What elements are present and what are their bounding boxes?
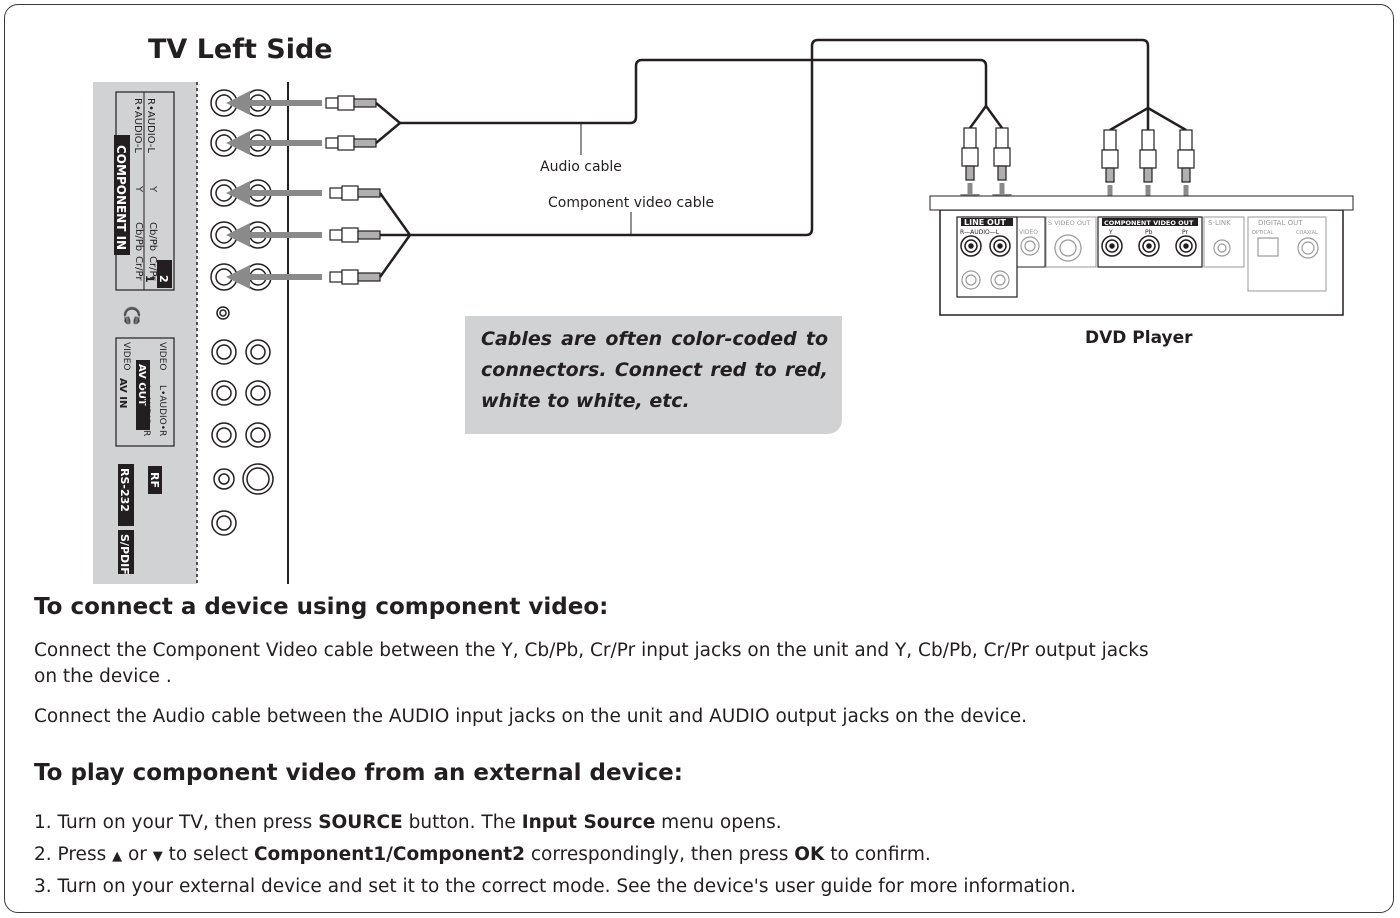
svg-text:Pb: Pb <box>1145 229 1153 236</box>
pr-row-label-2: Cr/Pr <box>133 256 144 281</box>
tv-arrows <box>226 91 322 289</box>
dvd-plugs <box>961 127 1195 183</box>
av-audio-label-2: L•AUDIO•R <box>141 385 151 436</box>
input-source-keyword: Input Source <box>521 812 656 833</box>
plug <box>325 95 377 111</box>
svg-text:COAXIAL: COAXIAL <box>1296 230 1318 236</box>
plug <box>325 135 377 151</box>
down-arrow-icon: ▼ <box>152 849 163 864</box>
svg-text:Pr: Pr <box>1182 229 1189 236</box>
section2-heading: To play component video from an external… <box>34 760 683 786</box>
av-video-label-2: VIDEO <box>121 342 131 371</box>
plug <box>329 269 381 285</box>
svg-text:S VIDEO OUT: S VIDEO OUT <box>1048 219 1091 227</box>
input-1-label: 1 <box>143 275 156 283</box>
av-audio-label: L•AUDIO•R <box>157 385 167 436</box>
plug <box>961 127 979 181</box>
tv-side-panel: 🎧 <box>93 82 289 584</box>
section1-para1-line1: Connect the Component Video cable betwee… <box>34 640 1149 661</box>
y-row-label: Y <box>147 185 158 193</box>
audio-row-label: R•AUDIO-L <box>145 98 156 153</box>
tv-left-side-title: TV Left Side <box>148 34 333 65</box>
av-out-label: AV OUT <box>136 364 147 406</box>
up-arrow-icon: ▲ <box>112 849 123 864</box>
svg-text:DIGITAL OUT: DIGITAL OUT <box>1258 219 1303 227</box>
plug <box>329 227 381 243</box>
plug <box>1139 129 1157 183</box>
tv-plugs <box>325 95 381 285</box>
spdif-label: S/PDIF <box>118 534 131 575</box>
svg-text:LINE OUT: LINE OUT <box>964 218 1006 227</box>
svg-text:Y: Y <box>1108 229 1113 236</box>
headphone-icon: 🎧 <box>122 306 142 325</box>
component-video-cable-label: Component video cable <box>548 195 715 211</box>
component-keyword: Component1/Component2 <box>253 844 525 865</box>
source-keyword: SOURCE <box>318 812 403 833</box>
pb-row-label-2: Cb/Pb <box>133 222 144 251</box>
av-in-label: AV IN <box>117 378 128 408</box>
svg-text:OPTICAL: OPTICAL <box>1252 230 1273 236</box>
section1-para1-line2: on the device . <box>34 666 172 687</box>
step-3: 3. Turn on your external device and set … <box>34 876 1076 897</box>
step-1: 1. Turn on your TV, then press SOURCE bu… <box>34 812 782 833</box>
color-code-note: Cables are often color-coded to connecto… <box>465 316 842 434</box>
rf-label: RF <box>148 472 161 488</box>
y-row-label-2: Y <box>133 185 144 193</box>
pb-row-label: Cb/Pb <box>147 222 158 251</box>
audio-cable-label: Audio cable <box>540 159 622 175</box>
plug <box>1101 129 1119 183</box>
page-frame <box>4 4 1394 913</box>
component-in-label: COMPONENT IN <box>114 145 128 250</box>
svg-text:R—AUDIO—L: R—AUDIO—L <box>960 229 1000 236</box>
connection-diagram: 🎧 <box>93 38 1354 584</box>
dvd-back-panel: LINE OUT R—AUDIO—L VIDEO S VIDEO OUT COM… <box>929 195 1354 316</box>
section1-para2: Connect the Audio cable between the AUDI… <box>34 706 1028 727</box>
audio-row-label-2: R•AUDIO-L <box>132 98 143 153</box>
rs232-label: RS-232 <box>118 468 131 512</box>
plug <box>1177 129 1195 183</box>
plug <box>993 127 1011 181</box>
pr-row-label: Cr/Pr <box>147 256 158 281</box>
dvd-player-label: DVD Player <box>1085 328 1193 348</box>
tv-jacks <box>210 89 274 536</box>
input-2-label: 2 <box>157 275 170 283</box>
section1-heading: To connect a device using component vide… <box>34 594 609 620</box>
ok-keyword: OK <box>794 844 825 865</box>
plug <box>329 185 381 201</box>
svg-text:S-LINK: S-LINK <box>1208 219 1231 227</box>
svg-text:COMPONENT VIDEO OUT: COMPONENT VIDEO OUT <box>1104 219 1194 227</box>
svg-text:VIDEO: VIDEO <box>1019 229 1038 236</box>
component-video-cable <box>378 38 1187 278</box>
audio-cable <box>375 58 1004 155</box>
av-video-label: VIDEO <box>157 342 167 371</box>
step-2: 2. Press ▲ or ▼ to select Component1/Com… <box>34 844 931 865</box>
